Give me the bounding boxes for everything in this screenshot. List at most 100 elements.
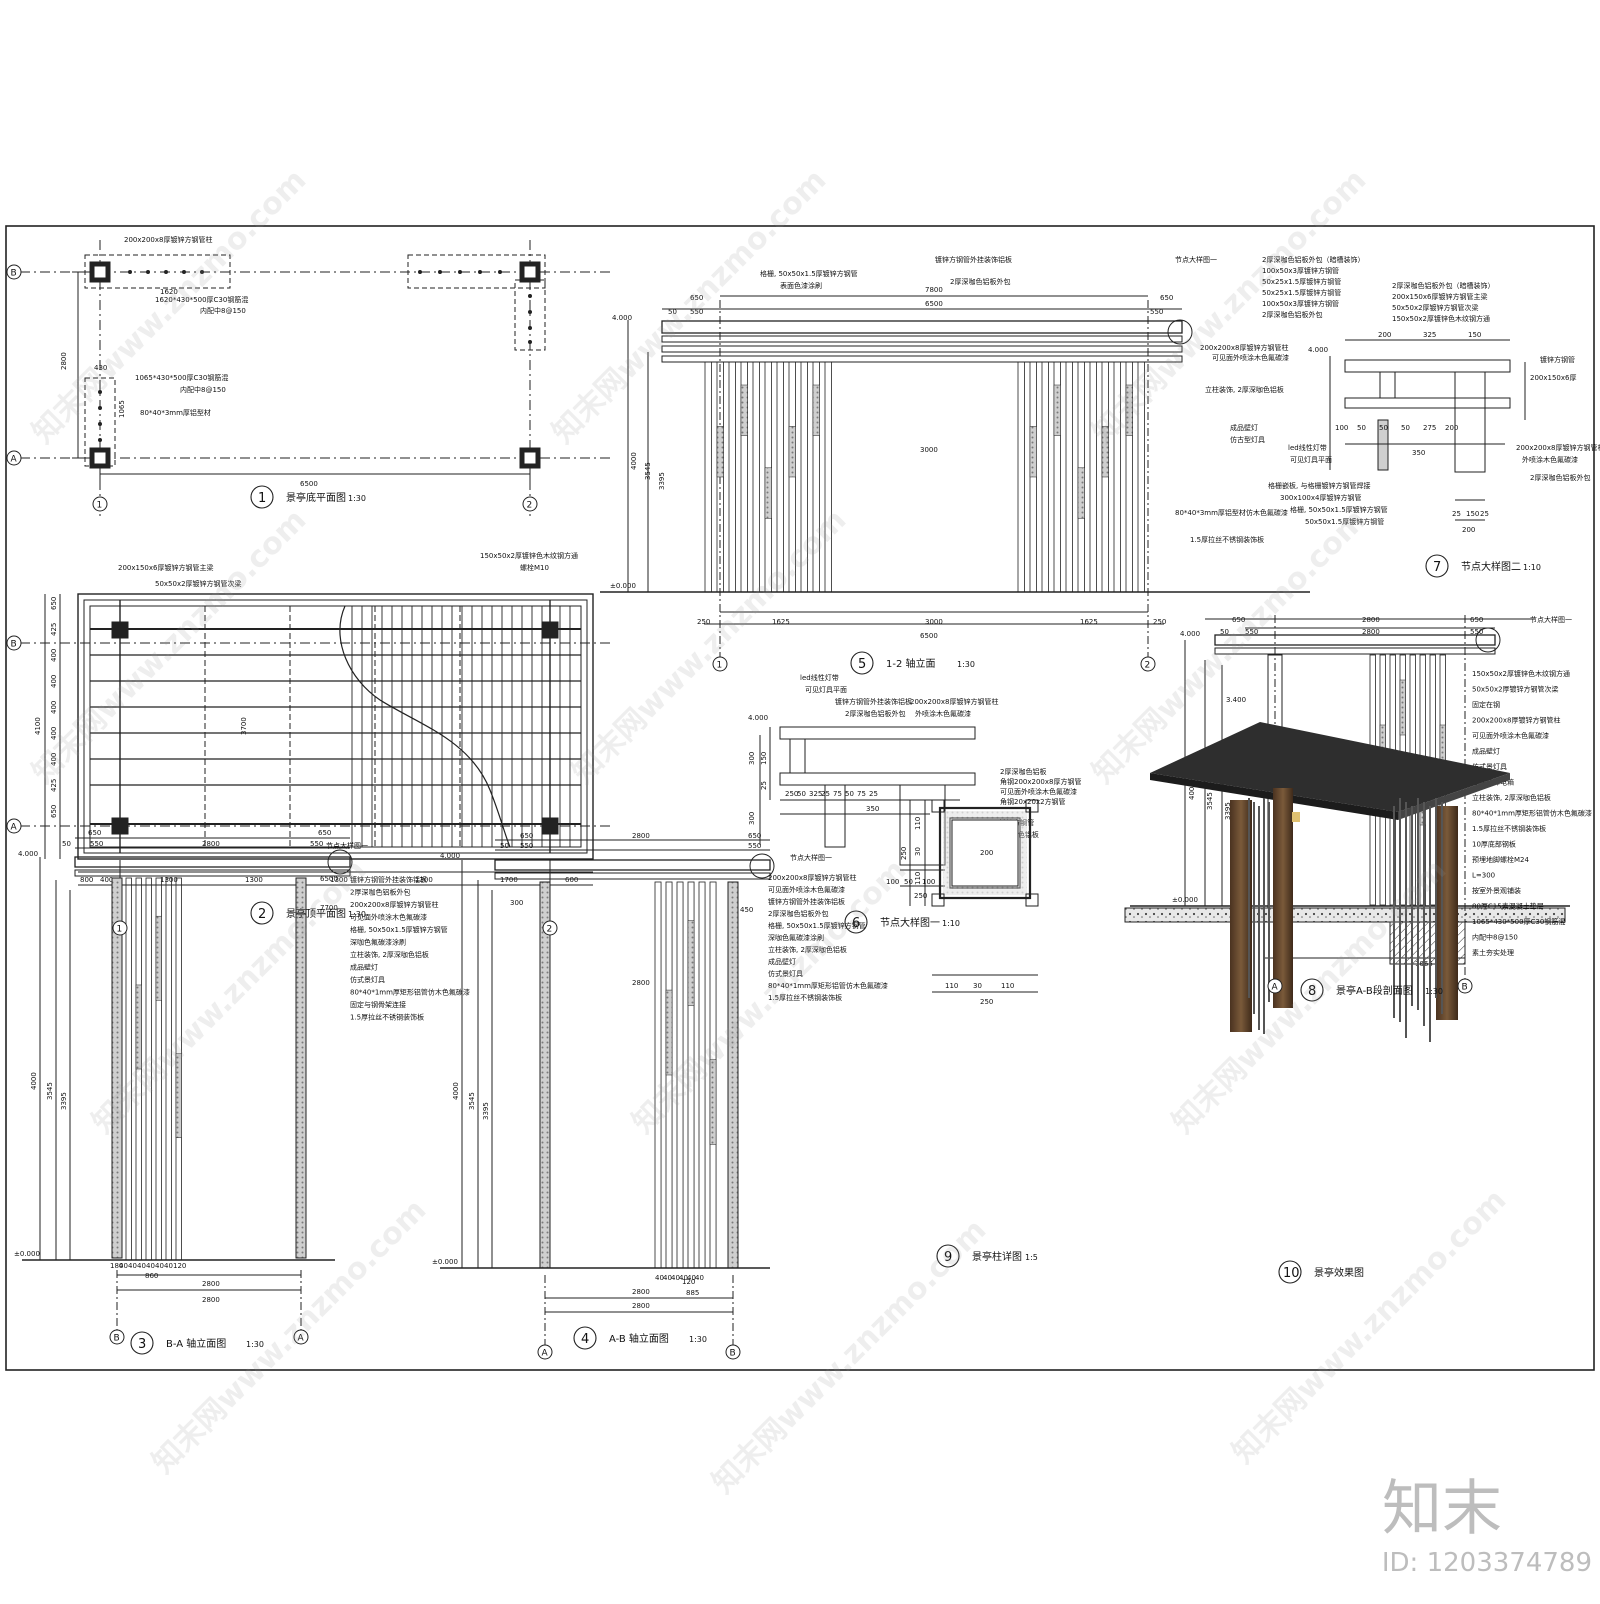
v5a-bar: [800, 361, 808, 593]
v3-dim-50: 50: [62, 840, 71, 848]
v2-dim-x: 1700: [500, 876, 518, 884]
v4-dim-3395: 3395: [482, 1102, 490, 1120]
v5a-bar: [776, 361, 784, 593]
v5-elev-zero: ±0.000: [610, 582, 636, 590]
v8-note: 200x200x8厚镀锌方钢管柱: [1472, 716, 1560, 725]
v4-elev-top: 4.000: [440, 852, 460, 860]
v8-title-text: 景亭A-B段剖面图: [1336, 984, 1413, 997]
v8-note: 10厚底部钢板: [1472, 840, 1516, 849]
v7-elev: 4.000: [1308, 346, 1328, 354]
v7-dim-top: 325: [1423, 331, 1436, 339]
v7-dim-bot: 25: [1480, 510, 1489, 518]
v8-dim-550r: 550: [1470, 628, 1483, 636]
axis-label: B: [114, 1334, 120, 1344]
render-bar: [1248, 798, 1250, 998]
v7-note-l: 50x25x1.5厚镀锌方钢管: [1262, 277, 1341, 286]
v4-dim-b: 40: [679, 1274, 688, 1282]
v3-dim-2800b: 2800: [202, 1280, 220, 1288]
v3-dim-b: 40: [119, 1262, 128, 1270]
v5b-bar: [1113, 361, 1121, 593]
v4-dim-3545: 3545: [468, 1092, 476, 1110]
v3-detail-tag: 节点大样图一: [326, 841, 368, 850]
v7-dim-mid: 200: [1445, 424, 1458, 432]
axis-bubble: [537, 1344, 553, 1360]
view-4-elevation: [440, 839, 775, 1350]
v6-dim-b: 75: [857, 790, 866, 798]
axis-bubble: [112, 920, 128, 936]
v2-title-text: 景亭顶平面图: [286, 907, 346, 920]
axis-label: B: [11, 640, 17, 650]
view-1-dots: [98, 270, 532, 442]
axis-label: A: [11, 823, 18, 833]
v8-note: 80厚C15素混凝土垫层: [1472, 902, 1544, 911]
render-bar: [1441, 802, 1443, 1014]
v7-note-l: 100x50x3厚镀锌方钢管: [1262, 266, 1339, 275]
v3-notes: 镀锌方钢管外挂装饰铝板2厚深咖色铝板外包200x200x8厚镀锌方钢管柱可见面外…: [350, 875, 470, 1022]
v6-dim-250: 250: [914, 892, 927, 900]
v2-dim-x: 1300: [160, 876, 178, 884]
v7-dim-bot: 150: [1466, 510, 1479, 518]
v6-dim-b: 75: [833, 790, 842, 798]
v7-note-rt1: 镀锌方钢管: [1540, 355, 1575, 364]
image-id: ID: 1203374789: [1381, 1548, 1592, 1578]
v7-note-led2: 可见灯具平面: [1290, 455, 1332, 464]
v7-note-led: led线性灯带: [1288, 443, 1327, 452]
v8-note: 80*40*1mm厚矩形铝管仿木色氟碳漆: [1472, 809, 1592, 818]
v7-note-l: 100x50x3厚镀锌方钢管: [1262, 299, 1339, 308]
v9-dim-30: 30: [914, 847, 922, 856]
v5-elev-top: 4.000: [612, 314, 632, 322]
render-bar: [1411, 806, 1413, 1006]
v3-note: 200x200x8厚镀锌方钢管柱: [350, 900, 438, 909]
v7-note-l: 50x25x1.5厚镀锌方钢管: [1262, 288, 1341, 297]
v4-dim-550r: 550: [748, 842, 761, 850]
v8-note: 素土夯实处理: [1472, 948, 1514, 957]
v2-dim-x: 400: [100, 876, 113, 884]
render-bar: [1405, 802, 1407, 1038]
view-4-grille: [654, 881, 717, 1269]
axis-label: 2: [1145, 661, 1151, 671]
v9-dim-b: 110: [1001, 982, 1014, 990]
v7-note-rb2: 外喷涂木色氟碳漆: [1522, 455, 1578, 464]
v7-dim-mid: 50: [1379, 424, 1388, 432]
v7-dim-bot: 25: [1452, 510, 1461, 518]
v4-bar: [654, 881, 662, 1269]
axis-label: 2: [527, 501, 533, 511]
v4-note: 仿式景灯具: [768, 969, 803, 978]
v7-note-rb1: 200x200x8厚镀锌方钢管柱: [1516, 443, 1600, 452]
axis-bubble: [6, 818, 22, 834]
v5b-panel: [1125, 384, 1133, 436]
v4-detail-tag: 节点大样图一: [790, 853, 832, 862]
axis-bubble: [109, 1329, 125, 1345]
view-5-grille: [704, 361, 1145, 593]
v1-note-a: 1620*430*500厚C30钢筋混: [155, 295, 248, 304]
v5-dim-6500: 6500: [925, 300, 943, 308]
v4-note: 立柱装饰, 2厚深咖色铝板: [768, 945, 847, 954]
v4-note: 可见面外喷涂木色氟碳漆: [768, 885, 845, 894]
v1-title-text: 景亭底平面图: [286, 491, 346, 504]
v6-note3: 镀锌方钢管外挂装饰铝板: [835, 697, 912, 706]
view-10-render: [1150, 722, 1510, 1032]
v8-note: 可见面外喷涂木色氟碳漆: [1472, 731, 1549, 740]
v6-dim-c: 100: [886, 878, 899, 886]
v5-dim-650: 650: [690, 294, 703, 302]
v2-dim-x: 600: [565, 876, 578, 884]
v7-dim-200: 200: [1462, 526, 1475, 534]
v7-note-l: 2厚深咖色铝板外包（暗槽装饰）: [1262, 255, 1364, 264]
v2-note-right: 150x50x2厚镀锌色木纹钢方通: [480, 551, 578, 560]
render-bar: [1268, 802, 1270, 1002]
v9-dim-110: 110: [914, 817, 922, 830]
v3-bar: [125, 877, 132, 1261]
v5b-panel: [1029, 426, 1037, 478]
v1-dim-1065: 1065: [118, 400, 126, 418]
v8-dim-3395: 3395: [1224, 802, 1232, 820]
v6-dim-b: 50: [797, 790, 806, 798]
axis-bubble: [1267, 978, 1283, 994]
v10-title-num: 10: [1283, 1266, 1300, 1281]
v8-detail-tag: 节点大样图一: [1530, 615, 1572, 624]
v4-panel: [709, 1059, 717, 1145]
v8-panel: [1399, 679, 1406, 736]
